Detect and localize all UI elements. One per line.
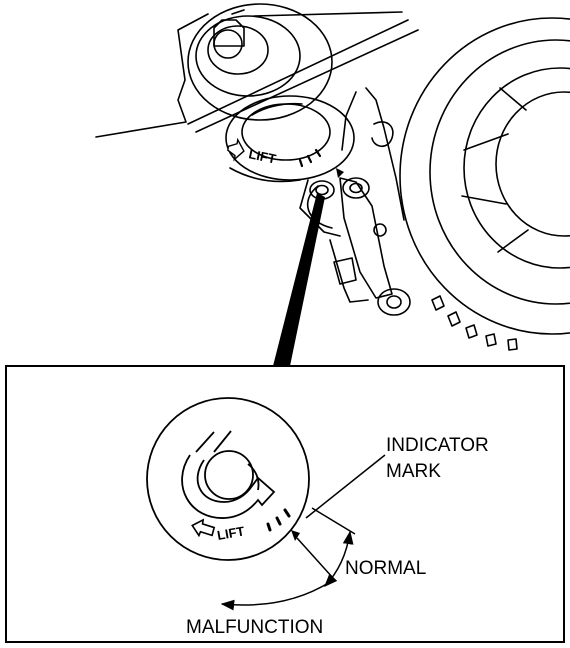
normal-label: NORMAL (345, 558, 426, 579)
top-indicator-mark (336, 168, 344, 178)
top-lift-engraving: LIFT (227, 137, 322, 168)
indicator-leader-line (305, 454, 386, 519)
detail-callout-pointer (273, 193, 325, 366)
engine-illustration (95, 3, 570, 351)
dial-lift-engraving: LIFT (191, 508, 291, 543)
top-lift-text: LIFT (247, 146, 277, 166)
tensioner-bolts (309, 177, 411, 316)
malfunction-range-arc (220, 581, 331, 611)
callout-labels: INDICATOR MARK NORMAL MALFUNCTION (186, 435, 489, 638)
detail-box (5, 365, 565, 643)
engine-block-outline (95, 13, 209, 138)
indicator-mark-label-line1: INDICATOR (386, 435, 489, 456)
crankshaft-pulley (399, 17, 570, 335)
dial-lift-text: LIFT (216, 523, 246, 543)
normal-limit-line (311, 507, 356, 535)
reluctor-teeth (431, 295, 518, 351)
tensioner-pulley (225, 95, 355, 183)
dial-inner-ring (181, 454, 276, 519)
indicator-mark-label-line2: MARK (386, 461, 441, 482)
indicator-mark-pointer (291, 530, 300, 541)
dial-tick-marks (266, 508, 291, 532)
drive-belt (187, 9, 419, 133)
indicator-geometry (220, 454, 386, 611)
magnified-tensioner-dial (146, 397, 310, 561)
lift-arrow-icon (191, 518, 216, 538)
dial-outer-ring (146, 397, 310, 561)
tensioner-arm (299, 87, 405, 303)
malfunction-label: MALFUNCTION (186, 617, 323, 638)
